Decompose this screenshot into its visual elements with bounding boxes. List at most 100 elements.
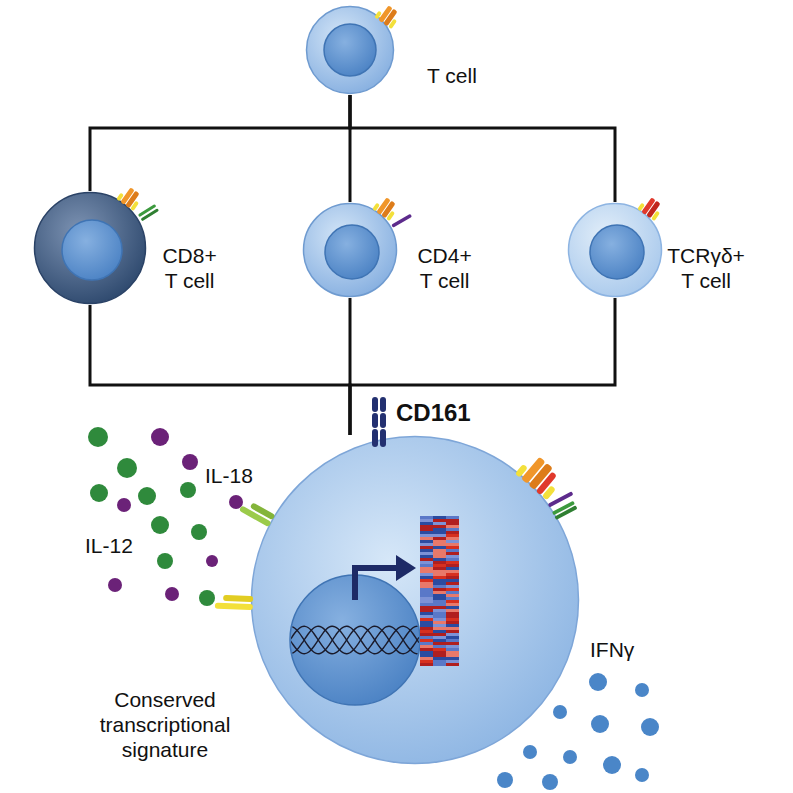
heatmap-cell [420,642,433,645]
cell-membrane [569,204,662,297]
heatmap-cell [420,597,433,600]
heatmap-cell [433,612,446,615]
heatmap-cell [420,657,433,660]
heatmap-cell [446,624,459,627]
heatmap-cell [433,600,446,603]
heatmap-cell [433,636,446,639]
heatmap-cell [446,651,459,654]
heatmap-cell [446,663,459,666]
heatmap-cell [433,519,446,522]
heatmap-cell [420,630,433,633]
heatmap-cell [433,609,446,612]
heatmap-cell [420,627,433,630]
heatmap-cell [433,534,446,537]
heatmap-cell [433,615,446,618]
heatmap-cell [420,585,433,588]
cytokine-label: IFNγ [590,637,634,662]
heatmap-cell [446,516,459,519]
heatmap-cell [433,564,446,567]
cell-outline [250,435,580,765]
heatmap-cell [446,597,459,600]
heatmap-cell [420,606,433,609]
heatmap-cell [446,549,459,552]
dna-strand [290,626,419,654]
heatmap-cell [433,540,446,543]
heatmap-cell [420,525,433,528]
cell-node: CD4+ T cell [302,202,398,298]
heatmap-cell [446,633,459,636]
heatmap-cell [433,537,446,540]
heatmap-cell [446,660,459,663]
heatmap-cell [420,609,433,612]
heatmap-cell [446,603,459,606]
heatmap-cell [446,606,459,609]
heatmap-cell [446,621,459,624]
heatmap-cell [420,552,433,555]
heatmap-cell [446,636,459,639]
heatmap-cell [433,660,446,663]
cell-node: CD161Conserved transcriptional signature [250,435,580,765]
heatmap-cell [420,567,433,570]
cytokine-label: IL-18 [205,463,253,488]
heatmap-cell [420,576,433,579]
heatmap-cell [433,597,446,600]
heatmap-cell [433,522,446,525]
heatmap-cell [433,561,446,564]
heatmap-cell [433,528,446,531]
heatmap-cell [420,564,433,567]
heatmap-cell [446,609,459,612]
heatmap-cell [433,579,446,582]
heatmap-cell [420,561,433,564]
heatmap-cell [433,516,446,519]
heatmap-cell [446,612,459,615]
heatmap-cell [420,570,433,573]
heatmap-cell [446,573,459,576]
heatmap-cell [420,654,433,657]
heatmap-cell [420,645,433,648]
dna-strand [290,626,419,654]
heatmap-cell [420,582,433,585]
heatmap-cell [433,642,446,645]
heatmap-cell [446,582,459,585]
cell-caption: Conserved transcriptional signature [85,687,245,763]
heatmap-cell [446,594,459,597]
heatmap-cell [420,618,433,621]
heatmap-cell [420,522,433,525]
cell-label: TCRγδ+ T cell [663,243,749,293]
cell-outline [33,191,147,305]
heatmap-cell [420,594,433,597]
heatmap-cell [446,630,459,633]
lineage-connector [349,95,352,202]
cytokine-label: IL-12 [85,533,133,558]
dna-strand [290,626,419,654]
cell-label: CD4+ T cell [412,243,477,293]
heatmap-cell [433,603,446,606]
heatmap-cell [420,633,433,636]
heatmap-cell [420,555,433,558]
heatmap-cell [433,654,446,657]
heatmap-cell [433,585,446,588]
heatmap-cell [433,594,446,597]
heatmap-cell [433,573,446,576]
heatmap-cell [433,627,446,630]
heatmap-cell [446,528,459,531]
heatmap-cell [446,657,459,660]
cell-node: TCRγδ+ T cell [567,202,663,298]
heatmap-cell [446,618,459,621]
lineage-connector [90,305,350,435]
cell-label: CD161 [396,399,471,428]
heatmap-cell [420,573,433,576]
heatmap-cell [420,603,433,606]
heatmap-cell [420,531,433,534]
heatmap-cell [420,621,433,624]
heatmap-cell [433,648,446,651]
heatmap-cell [420,546,433,549]
heatmap-cell [433,633,446,636]
heatmap-cell [433,570,446,573]
heatmap-cell [420,558,433,561]
heatmap-cell [446,558,459,561]
lineage-connector [349,298,352,435]
heatmap-cell [433,618,446,621]
